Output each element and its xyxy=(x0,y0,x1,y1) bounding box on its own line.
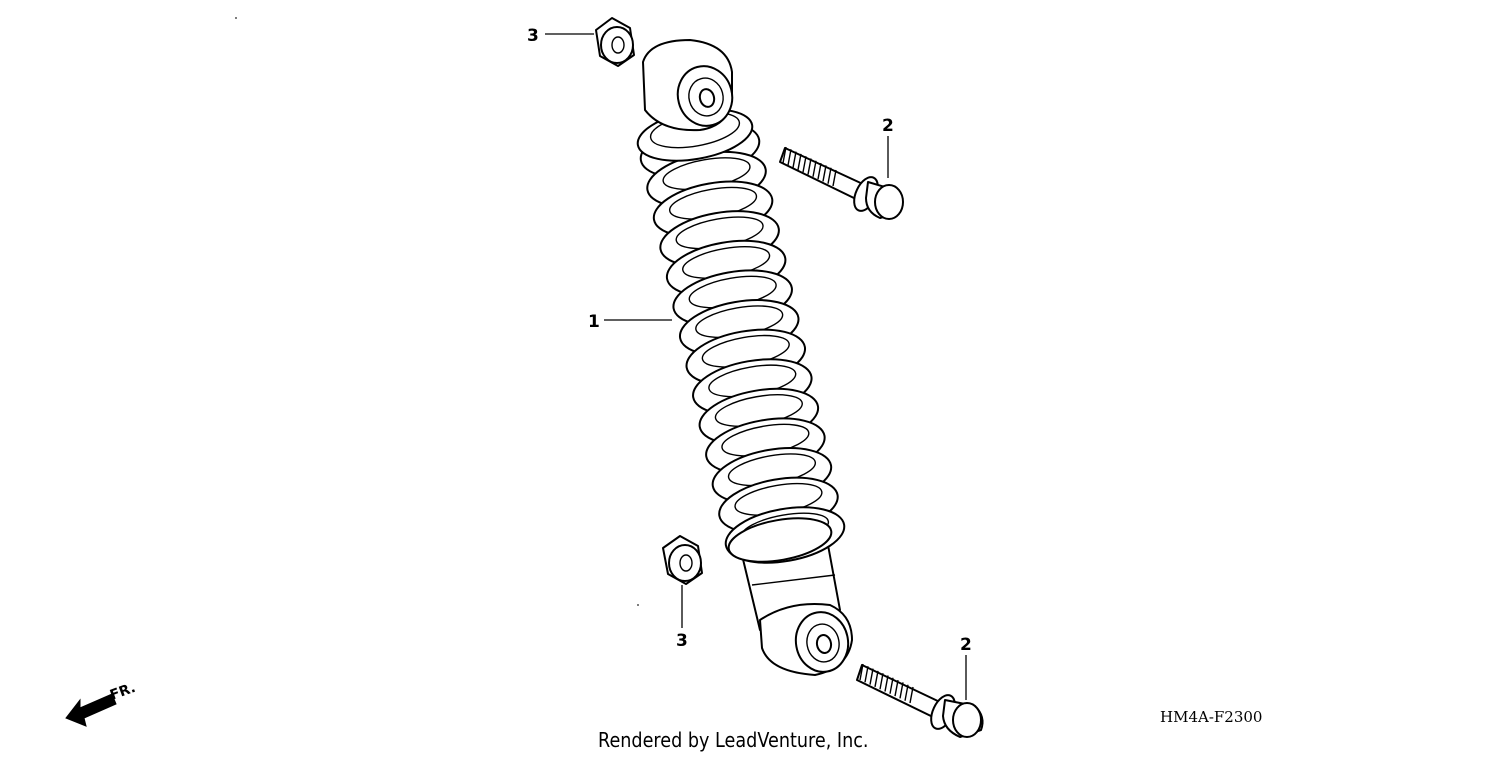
bolt-thread-line xyxy=(889,677,894,694)
bolt-thread-line xyxy=(812,160,817,177)
bolt-thread-line xyxy=(827,167,832,184)
bolt-thread-line xyxy=(904,684,909,701)
bolt-thread-line xyxy=(909,686,914,704)
bolt-thread-line xyxy=(787,149,792,166)
callout-1[interactable]: 1 xyxy=(588,312,600,332)
bolt-thread-line xyxy=(874,670,879,688)
callout-2-upper[interactable]: 2 xyxy=(882,116,894,136)
shock-absorber-icon[interactable] xyxy=(634,39,853,676)
bolt-thread-line xyxy=(899,682,904,699)
bolt-thread-line xyxy=(817,162,822,180)
bolt-thread-line xyxy=(859,663,864,681)
front-direction-arrow-icon: FR. xyxy=(65,680,138,727)
flange-bolt-icon[interactable] xyxy=(779,146,904,220)
diagram-code: HM4A-F2300 xyxy=(1160,708,1263,726)
bolt-thread-line xyxy=(884,675,889,692)
flange-nut-icon[interactable] xyxy=(662,535,703,585)
bolt-thread-line xyxy=(782,146,787,164)
bolt-thread-line xyxy=(879,673,884,690)
flange-nut-icon[interactable] xyxy=(595,17,635,67)
front-direction-label: FR. xyxy=(108,680,138,704)
callout-2-lower[interactable]: 2 xyxy=(960,635,972,655)
callout-3-upper[interactable]: 3 xyxy=(527,26,539,46)
bolt-thread-line xyxy=(832,169,837,187)
bolt-thread-line xyxy=(792,151,797,168)
bolt-thread-line xyxy=(802,156,807,173)
flange-bolt-icon[interactable] xyxy=(856,663,984,738)
bolt-thread-line xyxy=(807,158,812,175)
bolt-thread-line xyxy=(822,165,827,182)
render-credit: Rendered by LeadVenture, Inc. xyxy=(598,728,869,752)
bolt-thread-line xyxy=(869,668,874,685)
bolt-thread-line xyxy=(797,153,802,171)
bolt-thread-line xyxy=(864,666,869,683)
bolt-thread-line xyxy=(894,679,899,697)
callout-3-lower[interactable]: 3 xyxy=(676,631,688,651)
